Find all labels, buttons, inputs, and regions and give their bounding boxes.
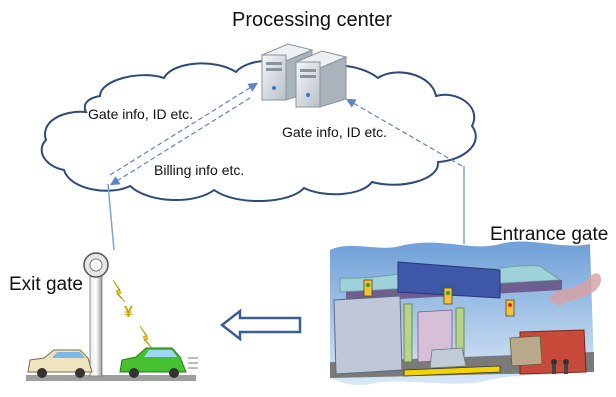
server-right [294,50,348,108]
gate-pole [89,263,103,377]
gate-info-arrow-right [345,98,463,167]
traffic-light [443,287,453,305]
billing-info-label: Billing info etc. [154,162,245,178]
entrance-gate-label: Entrance gate [490,224,609,245]
flow-arrow [219,308,302,342]
gate-info-label-right: Gate info, ID etc. [282,124,388,140]
network-cloud [40,59,477,203]
gate-info-label-left: Gate info, ID etc. [88,106,194,122]
processing-center-label: Processing center [232,9,393,31]
road [26,375,196,381]
exit-connector [107,183,115,251]
data-flow-arrows [109,82,463,186]
lightning-icon [112,279,126,303]
gate-info-arrow-left [109,82,259,176]
traffic-light [505,299,515,317]
truck [333,295,403,375]
toll-plaza-icon [330,241,602,386]
exit-gate-scene [26,252,198,381]
billing-info-arrow [109,97,251,186]
car-icon [27,349,93,378]
car-icon [119,347,198,378]
traffic-light [363,279,373,297]
server-icon [260,43,348,108]
lightning-icon [139,325,153,349]
yen-icon: ¥ [124,304,133,321]
exit-gate-label: Exit gate [9,274,83,295]
